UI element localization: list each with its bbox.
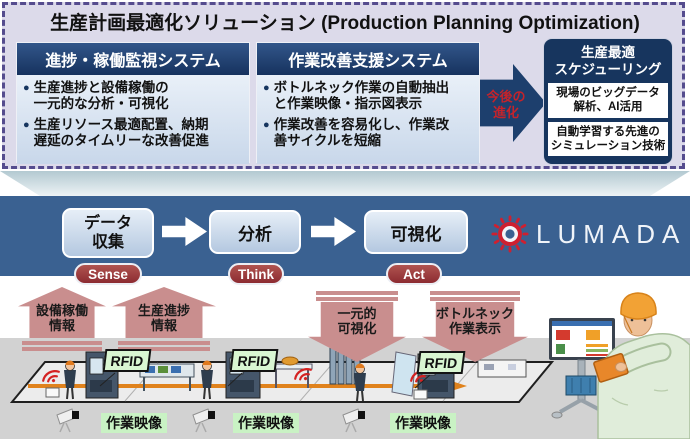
future-item: 自動学習する先進の シミュレーション技術 <box>548 121 668 157</box>
worker-figure <box>201 360 213 400</box>
bullet-text: 生産進捗と設備稼働の 一元的な分析・可視化 <box>33 80 169 112</box>
wifi-icon <box>42 370 60 383</box>
kaizen-system-header: 作業改善支援システム <box>257 43 479 75</box>
kaizen-system-box: 作業改善支援システム ● ボトルネック作業の自動抽出 と作業映像・指示図表示 ●… <box>256 42 480 164</box>
sense-badge: Sense <box>74 263 142 285</box>
bullet-icon: ● <box>23 118 30 131</box>
bullet-text: 作業改善を容易化し、作業改 善サイクルを短縮 <box>273 116 450 149</box>
rfid-tag: RFID <box>416 351 466 374</box>
progress-info-label: 生産進捗 情報 <box>137 303 190 334</box>
bullet-item: ● 生産進捗と設備稼働の 一元的な分析・可視化 <box>23 80 243 113</box>
monitoring-system-body: ● 生産進捗と設備稼働の 一元的な分析・可視化 ● 生産リソース最適配置、納期 … <box>17 75 249 164</box>
funnel-connector <box>0 171 690 196</box>
camera-icon <box>342 408 365 433</box>
conveyor-unit <box>139 363 195 391</box>
step-analysis: 分析 <box>209 210 301 254</box>
bullet-text: 生産リソース最適配置、納期 遅延のタイムリーな改善促進 <box>33 116 209 149</box>
bullet-item: ● 作業改善を容易化し、作業改 善サイクルを短縮 <box>263 117 473 150</box>
tablet-device <box>593 352 629 383</box>
machine <box>477 359 527 378</box>
act-badge: Act <box>386 263 442 285</box>
bullet-item: ● ボトルネック作業の自動抽出 と作業映像・指示図表示 <box>263 80 473 113</box>
bullet-text: ボトルネック作業の自動抽出 と作業映像・指示図表示 <box>273 80 450 112</box>
step-data-collection: データ 収集 <box>62 208 154 258</box>
worker-figure <box>64 360 76 400</box>
rfid-tag: RFID <box>102 349 152 372</box>
display-board <box>391 351 417 397</box>
think-badge: Think <box>228 263 284 285</box>
evolution-label: 今後の 進化 <box>486 89 526 120</box>
work-table <box>271 356 313 388</box>
diagram-title: 生産計画最適化ソリューション (Production Planning Opti… <box>50 13 640 34</box>
unified-visualization-label: 一元的 可視化 <box>337 306 377 337</box>
future-box-header: 生産最適 スケジューリング <box>554 45 662 77</box>
future-scheduling-box: 生産最適 スケジューリング 現場のビッグデータ 解析、AI活用 自動学習する先進… <box>543 38 673 165</box>
worker-figure <box>354 363 366 402</box>
wifi-icon <box>294 368 312 381</box>
iot-device <box>413 389 428 400</box>
work-video-label: 作業映像 <box>233 413 299 433</box>
lumada-logo-icon <box>491 215 529 253</box>
bullet-item: ● 生産リソース最適配置、納期 遅延のタイムリーな改善促進 <box>23 117 243 150</box>
work-video-label: 作業映像 <box>390 413 456 433</box>
monitoring-system-box: 進捗・稼働監視システム ● 生産進捗と設備稼働の 一元的な分析・可視化 ● 生産… <box>16 42 250 164</box>
rfid-tag: RFID <box>229 349 279 372</box>
bullet-icon: ● <box>263 118 270 131</box>
kaizen-system-body: ● ボトルネック作業の自動抽出 と作業映像・指示図表示 ● 作業改善を容易化し、… <box>257 75 479 164</box>
camera-icon <box>56 408 79 433</box>
factory-illustration <box>9 292 690 439</box>
step-visualization: 可視化 <box>364 210 468 254</box>
bottleneck-display-label: ボトルネック 作業表示 <box>435 306 514 337</box>
bullet-icon: ● <box>23 82 30 94</box>
future-item: 現場のビッグデータ 解析、AI活用 <box>548 82 668 118</box>
monitoring-system-header: 進捗・稼働監視システム <box>17 43 249 75</box>
iot-device <box>45 387 60 398</box>
bullet-icon: ● <box>263 82 270 94</box>
camera-icon <box>192 408 215 433</box>
lumada-wordmark: LUMADA <box>536 219 687 249</box>
equipment-info-label: 設備稼働 情報 <box>35 303 88 334</box>
work-video-label: 作業映像 <box>101 413 167 433</box>
worker-with-helmet <box>593 292 690 439</box>
